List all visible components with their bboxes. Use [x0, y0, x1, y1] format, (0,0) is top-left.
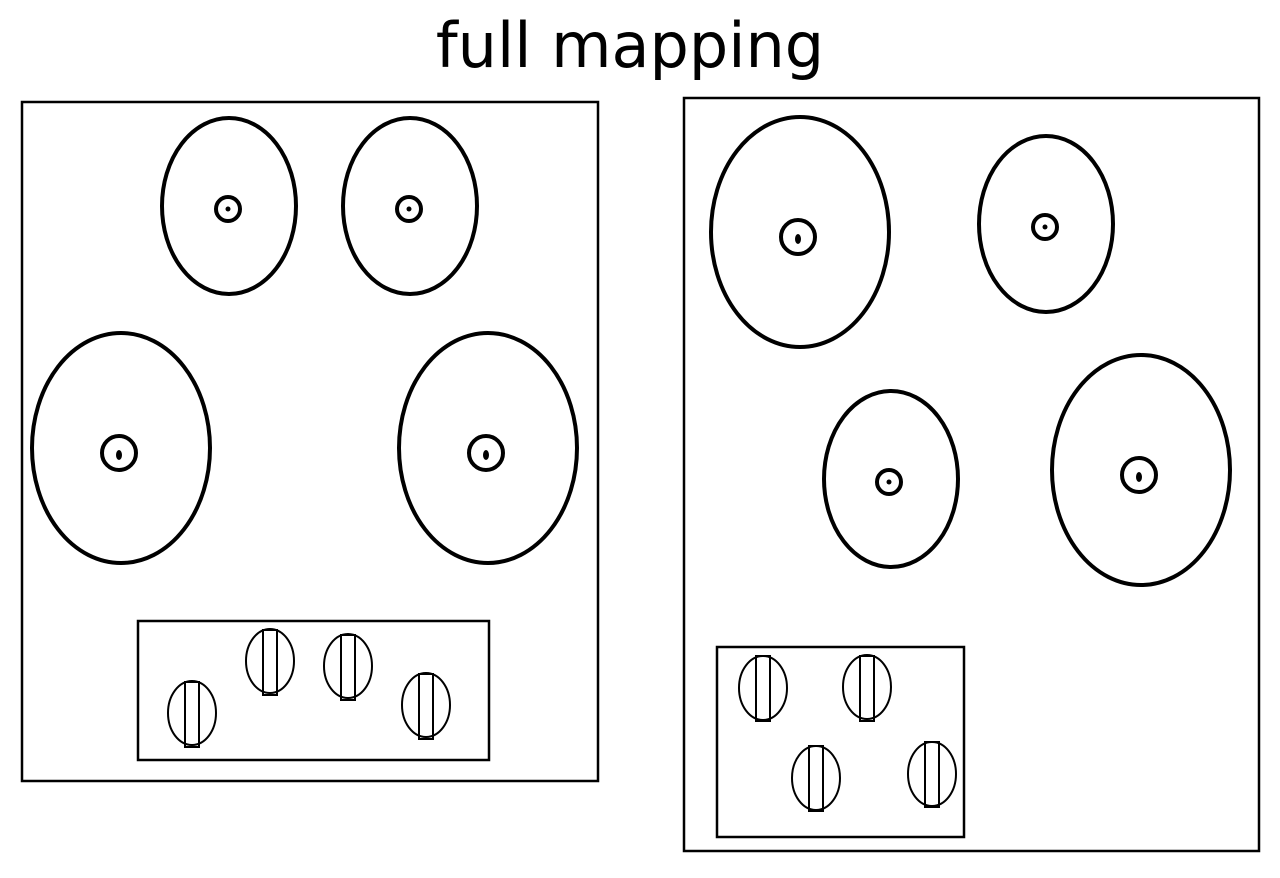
right-knob-1: [738, 655, 788, 722]
left-knob-4: [401, 672, 451, 740]
right-stovetop: [682, 96, 1261, 853]
left-knob-2: [245, 628, 295, 696]
right-knob-3: [791, 745, 841, 812]
left-stovetop: [20, 100, 600, 783]
left-stovetop-outline: [20, 100, 600, 783]
page-title: full mapping: [435, 9, 825, 82]
right-knob-4: [907, 741, 957, 808]
left-burner-front-left: [30, 331, 212, 565]
left-burner-back-left: [160, 116, 298, 296]
right-burner-back-left: [709, 115, 891, 349]
left-burner-front-right: [397, 331, 579, 565]
right-burner-back-right: [977, 134, 1115, 314]
left-burner-back-right: [341, 116, 479, 296]
left-control-panel: [136, 619, 491, 762]
right-control-panel: [715, 645, 966, 839]
right-burner-front-right: [1050, 353, 1232, 587]
right-knob-2: [842, 654, 892, 722]
right-burner-front-left: [822, 389, 960, 569]
left-knob-3: [323, 633, 373, 701]
right-stovetop-outline: [682, 96, 1261, 853]
left-knob-1: [167, 680, 217, 748]
